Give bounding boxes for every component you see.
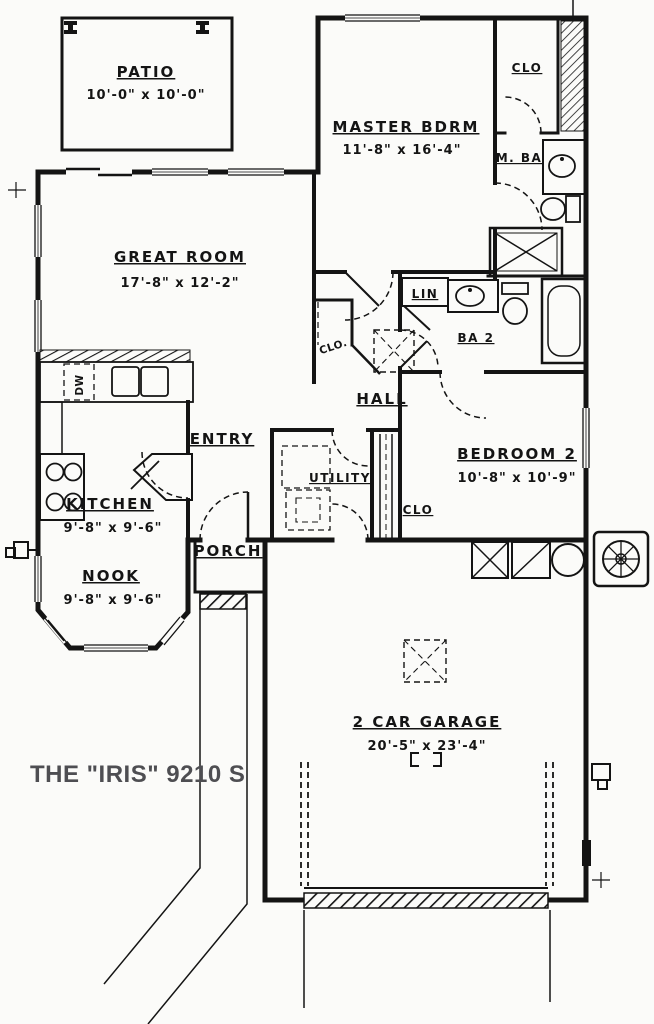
patio-slider-door xyxy=(66,167,132,177)
window xyxy=(345,14,420,22)
ac-condenser-icon xyxy=(592,530,650,588)
bedroom2-closet-label: CLO xyxy=(403,503,434,517)
water-heater-platform-icon xyxy=(471,541,509,579)
kitchen-counter xyxy=(39,361,194,403)
dishwasher-icon xyxy=(63,363,95,401)
patio-posts xyxy=(64,21,209,34)
linen-label: LIN xyxy=(412,287,439,301)
kitchen-fixtures: DW xyxy=(39,349,194,521)
appliance-inner xyxy=(295,497,321,523)
bath2-label: BA 2 xyxy=(458,331,495,345)
hall-closet-door xyxy=(317,302,381,375)
master-bath-door-arc xyxy=(494,182,543,231)
kitchen-label: KITCHEN xyxy=(66,495,154,513)
master-bedroom-label: MASTER BDRM xyxy=(333,118,480,136)
range-icon xyxy=(39,453,85,521)
interior-walls xyxy=(270,16,588,542)
master-bath-fixtures xyxy=(488,139,586,278)
bath2-door xyxy=(399,329,439,369)
master-bedroom-door xyxy=(344,271,394,321)
counter-run xyxy=(39,401,63,455)
front-door xyxy=(199,491,250,541)
bedroom2-dims: 10'-8" x 10'-9" xyxy=(457,471,576,486)
wall-chase-hatch xyxy=(560,20,585,132)
toilet-icon xyxy=(501,282,529,325)
washer-icon xyxy=(281,445,331,489)
kitchen-dims: 9'-8" x 9'-6" xyxy=(64,521,163,536)
patio-label: PATIO xyxy=(117,63,176,81)
survey-ticks xyxy=(8,182,610,888)
bathtub-icon xyxy=(540,277,588,365)
bedroom2-closet-bifold xyxy=(379,434,393,538)
patio-dims: 10'-0" x 10'-0" xyxy=(86,88,205,103)
porch-label: PORCH xyxy=(194,542,263,560)
hall-attic-access xyxy=(373,329,415,373)
hall-closet-walls xyxy=(312,298,354,347)
corner-pantry xyxy=(130,453,193,501)
window xyxy=(34,556,42,602)
utility-fixtures xyxy=(281,445,331,531)
great-room-dims: 17'-8" x 12'-2" xyxy=(120,276,239,291)
garage-door xyxy=(303,892,549,909)
window xyxy=(34,300,42,352)
driveway-edges xyxy=(303,910,551,1008)
nook-dims: 9'-8" x 9'-6" xyxy=(64,593,163,608)
softener-platform-icon xyxy=(511,541,551,579)
kitchen-door-arc xyxy=(141,451,189,499)
upper-cabinet-hatch xyxy=(39,349,191,363)
porch-outline xyxy=(193,538,267,594)
bedroom2-label: BEDROOM 2 xyxy=(457,445,577,463)
hall-closet-label: CLO. xyxy=(318,337,349,357)
water-heater-icon xyxy=(551,543,585,577)
bedroom2-door-arc xyxy=(439,371,487,419)
walkway xyxy=(103,594,248,1024)
garage-door-tracks xyxy=(300,762,554,886)
window xyxy=(582,408,590,468)
bay-window xyxy=(43,616,185,653)
vanity-sink-icon xyxy=(447,279,499,313)
post-icon xyxy=(196,21,209,34)
bath2-fixtures xyxy=(401,277,588,365)
garage-label: 2 CAR GARAGE xyxy=(353,713,502,731)
master-closet-label: CLO xyxy=(512,61,543,75)
master-closet-door-arc xyxy=(504,96,542,134)
hose-bib-icon xyxy=(591,763,611,790)
hall-label: HALL xyxy=(356,390,407,408)
hose-bib-icon xyxy=(5,541,38,559)
nook-label: NOOK xyxy=(82,567,140,585)
toilet-icon xyxy=(540,195,581,223)
garage-dims: 20'-5" x 23'-4" xyxy=(367,739,486,754)
entry-label: ENTRY xyxy=(190,430,255,448)
window xyxy=(228,168,284,176)
utility-label: UTILITY xyxy=(309,471,371,485)
kitchen-sink-icon xyxy=(111,366,169,397)
shower-icon xyxy=(488,226,564,278)
wall-pilaster xyxy=(582,840,591,866)
vent-bracket-icon xyxy=(410,752,442,767)
utility-door-arc xyxy=(331,429,369,467)
room-labels: PATIO 10'-0" x 10'-0" GREAT ROOM 17'-8" … xyxy=(64,61,577,754)
attic-access-icon xyxy=(403,639,447,683)
doors xyxy=(141,96,543,541)
dishwasher-label: DW xyxy=(74,374,86,395)
site-lines xyxy=(8,0,610,1024)
linen-closet xyxy=(401,277,449,331)
plan-title: THE "IRIS" 9210 S xyxy=(30,761,245,788)
windows xyxy=(34,14,590,653)
post-icon xyxy=(64,21,77,34)
vanity-sink-icon xyxy=(542,139,586,195)
garage-fixtures xyxy=(403,541,585,767)
window xyxy=(34,205,42,257)
patio-outline xyxy=(60,16,234,152)
dryer-icon xyxy=(285,489,331,531)
garage-walls xyxy=(262,537,589,903)
master-bath-label: M. BA xyxy=(496,151,543,165)
garage-entry-door-arc xyxy=(331,503,369,541)
great-room-label: GREAT ROOM xyxy=(114,248,246,266)
porch-step xyxy=(199,593,247,610)
master-bedroom-dims: 11'-8" x 16'-4" xyxy=(342,143,461,158)
window xyxy=(152,168,208,176)
